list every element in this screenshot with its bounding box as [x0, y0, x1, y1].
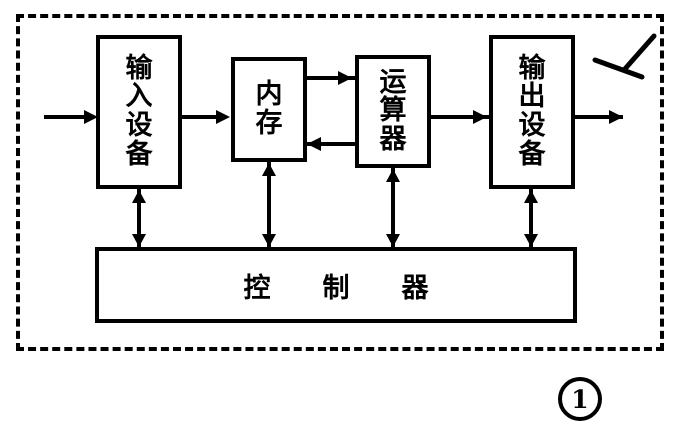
connector-control-to-output-arrowhead-down	[524, 234, 538, 247]
connector-input-to-memory-arrowhead	[216, 110, 230, 124]
block-controller-label: 控制器	[243, 272, 481, 304]
connector-input-to-memory-line	[182, 115, 222, 119]
connector-control-to-memory-line	[267, 162, 271, 247]
external-output-line	[575, 115, 623, 119]
connector-control-to-memory-arrowhead-up	[262, 163, 276, 176]
connector-control-to-output-arrowhead-up	[524, 190, 538, 203]
external-input-arrowhead	[84, 110, 98, 124]
figure-number-value: 1	[571, 384, 589, 414]
connector-alu-to-output-arrowhead	[473, 110, 487, 124]
connector-memory-to-alu-line	[307, 76, 355, 80]
block-arithmetic-unit-label: 运算器	[379, 66, 407, 155]
system-boundary-dashed-frame	[16, 14, 664, 351]
external-output-arrowhead	[609, 110, 623, 124]
connector-alu-to-memory-line	[307, 142, 355, 146]
block-memory-label: 内存	[255, 78, 283, 139]
connector-control-to-input-arrowhead-up	[132, 190, 146, 203]
block-controller: 控制器	[95, 247, 577, 323]
connector-control-to-output-line	[529, 189, 533, 247]
block-arithmetic-unit: 运算器	[355, 55, 431, 168]
block-output-device: 输出设备	[489, 35, 575, 189]
connector-control-to-alu-arrowhead-down	[386, 234, 400, 247]
block-memory: 内存	[231, 57, 307, 162]
connector-alu-to-output-line	[431, 115, 489, 119]
block-output-device-label: 输出设备	[518, 52, 546, 170]
connector-control-to-alu-line	[391, 168, 395, 247]
connector-control-to-input-line	[137, 189, 141, 247]
external-input-line	[44, 115, 88, 119]
connector-control-to-memory-arrowhead-down	[262, 234, 276, 247]
block-input-device-label: 输入设备	[125, 52, 153, 170]
handwritten-angle-mark-icon	[592, 33, 657, 80]
connector-control-to-alu-arrowhead-up	[386, 169, 400, 182]
block-input-device: 输入设备	[96, 35, 182, 189]
connector-memory-to-alu-arrowhead	[338, 71, 352, 85]
connector-alu-to-memory-arrowhead	[307, 137, 321, 151]
figure-number-badge: 1	[558, 377, 602, 421]
connector-control-to-input-arrowhead-down	[132, 234, 146, 247]
